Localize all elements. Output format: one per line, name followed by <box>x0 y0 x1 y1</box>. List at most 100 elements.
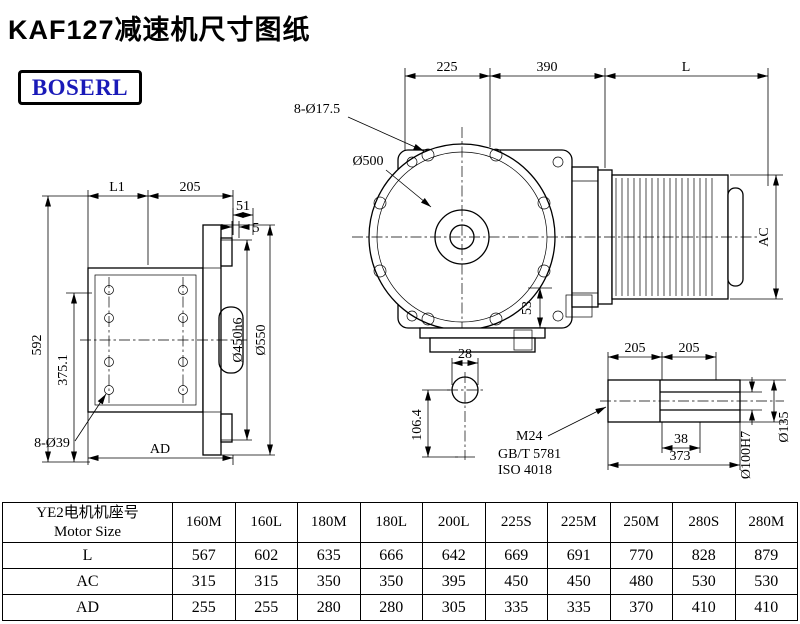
col-header-225M: 225M <box>547 502 611 543</box>
row-label-AD: AD <box>2 594 173 621</box>
table-cell: 567 <box>172 542 236 569</box>
table-cell: 635 <box>297 542 361 569</box>
dim-label-M24: M24 <box>516 429 542 444</box>
dim-51: 51 <box>232 199 254 235</box>
brand-text: BOSERL <box>31 74 129 100</box>
dim-label-8xd17-5: 8-Ø17.5 <box>294 102 340 117</box>
dim-label-225: 225 <box>437 60 458 75</box>
dim-label-592: 592 <box>30 335 45 356</box>
table-cell: 350 <box>297 568 361 595</box>
dim-label-L1: L1 <box>109 180 125 195</box>
shaft-view <box>600 379 784 423</box>
motor <box>565 166 760 318</box>
table-cell: 280 <box>297 594 361 621</box>
table-corner-cell: YE2电机机座号 Motor Size <box>2 502 173 543</box>
table-cell: 255 <box>172 594 236 621</box>
col-header-280M: 280M <box>734 502 798 543</box>
table-cell: 669 <box>484 542 548 569</box>
dim-label-28: 28 <box>458 347 472 362</box>
header-cn: YE2电机机座号 <box>36 504 139 521</box>
dim-label-d450h6: Ø450h6 <box>231 317 246 362</box>
dim-AC: AC <box>730 174 783 300</box>
dim-5: 5 <box>221 221 260 238</box>
dim-53: 53 <box>520 287 552 329</box>
dim-L1-205: L1 205 <box>87 180 234 268</box>
table-cell: 642 <box>422 542 486 569</box>
table-cell: 691 <box>547 542 611 569</box>
dim-d450: Ø450h6 <box>221 239 252 441</box>
dim-label-390: 390 <box>537 60 558 75</box>
table-cell: 280 <box>359 594 423 621</box>
table-header-row: YE2电机机座号 Motor Size 160M 160L 180M 180L … <box>2 502 798 543</box>
technical-drawing: 225 390 L 8-Ø17.5 Ø500 AC 53 <box>30 60 792 479</box>
table-cell: 255 <box>234 594 298 621</box>
table-cell: 305 <box>422 594 486 621</box>
dim-label-373: 373 <box>670 449 691 464</box>
table-cell: 602 <box>234 542 298 569</box>
dim-label-51: 51 <box>236 199 250 214</box>
dim-38: 38 <box>661 422 701 453</box>
dim-label-d135: Ø135 <box>777 411 792 442</box>
table-row-AC: AC 315 315 350 350 395 450 450 480 530 5… <box>2 568 798 595</box>
standard-gb-label: GB/T 5781 <box>498 447 561 462</box>
bolt-holes-callout-side: 8-Ø39 <box>34 393 107 451</box>
dim-28: 28 <box>451 347 479 385</box>
side-view <box>80 224 248 456</box>
table-cell: 879 <box>734 542 798 569</box>
motor-size-table: YE2电机机座号 Motor Size 160M 160L 180M 180L … <box>2 502 798 621</box>
row-label-L: L <box>2 542 173 569</box>
col-header-225S: 225S <box>484 502 548 543</box>
dim-106-4: 106.4 <box>410 389 458 458</box>
table-cell: 350 <box>359 568 423 595</box>
dim-label-d500: Ø500 <box>352 154 383 169</box>
dim-label-AC: AC <box>757 227 772 246</box>
col-header-180L: 180L <box>359 502 423 543</box>
dim-label-AD: AD <box>150 442 170 457</box>
row-label-AC: AC <box>2 568 173 595</box>
table-cell: 530 <box>734 568 798 595</box>
front-view <box>352 127 573 355</box>
dim-label-38: 38 <box>674 432 688 447</box>
dim-592: 592 <box>30 195 90 463</box>
table-cell: 828 <box>672 542 736 569</box>
thread-callout: M24 GB/T 5781 ISO 4018 <box>498 406 607 478</box>
table-cell: 480 <box>609 568 673 595</box>
col-header-280S: 280S <box>672 502 736 543</box>
table-cell: 315 <box>172 568 236 595</box>
dim-label-205-right: 205 <box>679 341 700 356</box>
table-cell: 450 <box>547 568 611 595</box>
dim-d550: Ø550 <box>221 224 275 456</box>
standard-iso-label: ISO 4018 <box>498 463 552 478</box>
dim-label-L: L <box>682 60 691 75</box>
bolt-holes-callout-front: 8-Ø17.5 <box>294 102 425 152</box>
dim-d135: Ø135 <box>740 379 792 443</box>
dim-label-d100H7: Ø100H7 <box>739 431 754 479</box>
table-row-AD: AD 255 255 280 280 305 335 335 370 410 4… <box>2 594 798 621</box>
table-cell: 335 <box>484 594 548 621</box>
dim-205-205-shaft: 205 205 <box>607 341 717 380</box>
table-cell: 410 <box>734 594 798 621</box>
table-cell: 370 <box>609 594 673 621</box>
table-cell: 666 <box>359 542 423 569</box>
table-cell: 335 <box>547 594 611 621</box>
col-header-180M: 180M <box>297 502 361 543</box>
section-view <box>447 372 483 460</box>
page-title: KAF127减速机尺寸图纸 <box>8 15 311 45</box>
dim-label-5: 5 <box>253 221 260 236</box>
dim-375-1: 375.1 <box>56 292 92 462</box>
table-cell: 450 <box>484 568 548 595</box>
dim-AD: AD <box>87 412 234 465</box>
col-header-250M: 250M <box>609 502 673 543</box>
dim-label-106-4: 106.4 <box>410 409 425 441</box>
dim-label-53: 53 <box>520 301 535 315</box>
table-cell: 770 <box>609 542 673 569</box>
dim-top-chain: 225 390 L <box>404 60 769 186</box>
col-header-160L: 160L <box>234 502 298 543</box>
table-cell: 315 <box>234 568 298 595</box>
dim-label-205: 205 <box>180 180 201 195</box>
table-cell: 530 <box>672 568 736 595</box>
dim-label-205-left: 205 <box>625 341 646 356</box>
header-en: Motor Size <box>53 523 122 540</box>
table-cell: 410 <box>672 594 736 621</box>
